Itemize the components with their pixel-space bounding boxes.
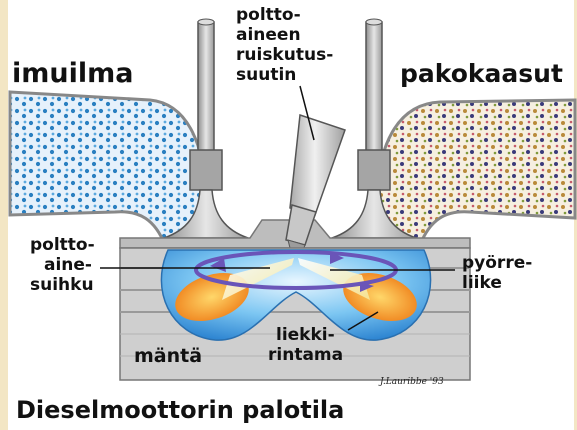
label-flame-front-line2: rintama (268, 345, 343, 365)
label-swirl-line1: pyörre- (462, 253, 532, 273)
label-injector-line2: aineen (236, 25, 301, 45)
artist-signature: J.Lauribbe '93 (378, 377, 444, 387)
exhaust-valve-guide (358, 150, 390, 190)
label-fuel-jet-line2: aine- (44, 255, 92, 275)
label-swirl-line2: liike (462, 273, 502, 293)
label-flame-front-line1: liekki- (276, 325, 335, 345)
label-injector-line1: poltto- (236, 5, 301, 25)
label-injector-line4: suutin (236, 65, 296, 85)
caption: Dieselmoottorin palotila (16, 396, 344, 424)
intake-valve-guide (190, 150, 222, 190)
label-fuel-jet-line3: suihku (30, 275, 94, 295)
label-injector-line3: ruiskutus- (236, 45, 333, 65)
label-exhaust-gases: pakokaasut (400, 59, 563, 88)
label-piston: mäntä (134, 345, 202, 367)
label-intake-air: imuilma (12, 58, 133, 89)
label-fuel-jet-line1: poltto- (30, 235, 95, 255)
